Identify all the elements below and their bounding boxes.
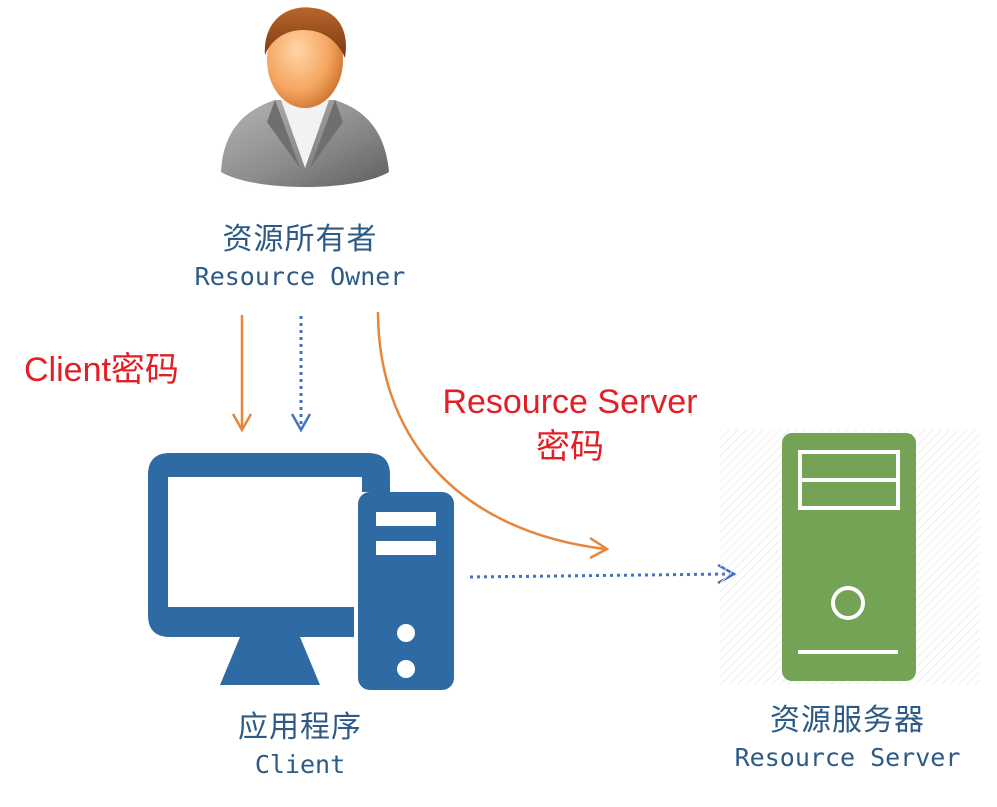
owner-to-client-solid-arrow: [231, 315, 253, 433]
resource-server-label: 资源服务器 Resource Server: [700, 703, 995, 773]
resource-owner-label: 资源所有者 Resource Owner: [150, 222, 450, 292]
client-label: 应用程序 Client: [150, 710, 450, 780]
client-en: Client: [254, 750, 346, 779]
resource-server-password-line2: 密码: [536, 427, 604, 466]
desktop-computer-icon: [148, 453, 454, 690]
resource-owner-en: Resource Owner: [194, 262, 406, 291]
owner-to-client-dotted-arrow: [290, 316, 312, 433]
resource-server-cn: 资源服务器: [770, 703, 925, 738]
resource-server-password-label: Resource Server 密码: [425, 382, 715, 468]
client-password-text: Client密码: [24, 351, 179, 389]
client-password-label: Client密码: [24, 350, 179, 391]
resource-server-password-line1: Resource Server: [442, 383, 698, 421]
resource-server-en: Resource Server: [734, 743, 961, 772]
client-to-server-dotted-arrow: [469, 563, 737, 585]
resource-owner-cn: 资源所有者: [222, 222, 378, 257]
client-cn: 应用程序: [238, 710, 362, 745]
server-icon: [720, 430, 980, 685]
owner-to-server-solid-arrow: [376, 311, 610, 560]
user-avatar-icon: [210, 7, 400, 192]
